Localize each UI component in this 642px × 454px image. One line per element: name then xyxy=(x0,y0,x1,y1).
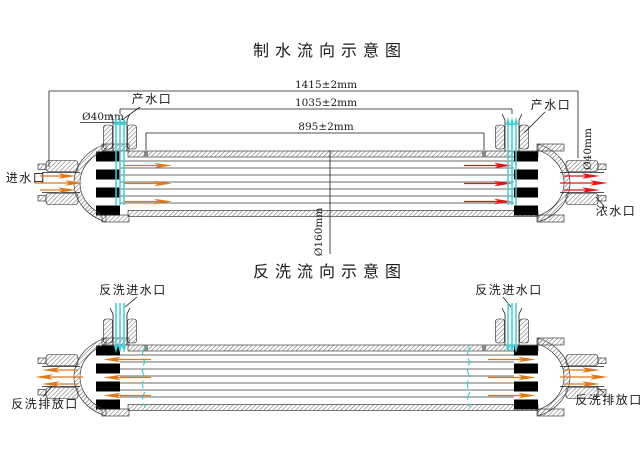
port-diameter-label-left: Ø40mm xyxy=(82,111,124,123)
backwash-drain-label-right: 反洗排放口 xyxy=(575,392,642,407)
product-outlet-label-left: 产水口 xyxy=(132,92,173,106)
backwash-distribution-waves xyxy=(141,346,471,408)
feed-flow-arrows xyxy=(123,162,173,205)
product-outlet-label-right: 产水口 xyxy=(531,98,572,112)
backwash-drain-arrows-left xyxy=(34,366,84,388)
leader-backwash-drain-left xyxy=(42,385,53,398)
vessel-shell-backwash xyxy=(37,307,607,417)
production-diagram: 制水流向示意图 1415±2mm 1035±2mm 895±2mm Ø160mm… xyxy=(6,41,637,257)
concentrate-flow-arrows xyxy=(463,162,513,205)
dim-overall-length: 1415±2mm xyxy=(295,79,357,91)
backwash-drain-label-left: 反洗排放口 xyxy=(11,396,79,411)
leader-product-right xyxy=(523,111,546,134)
dim-port-span: 1035±2mm xyxy=(295,97,357,109)
leader-backwash-inlet-left xyxy=(124,296,138,308)
backwash-diagram: 反洗流向示意图 反洗进水口 反洗进水口 反洗排放口 反洗排放口 xyxy=(11,262,642,417)
dimension-lines xyxy=(48,90,579,254)
leader-backwash-inlet-right xyxy=(502,296,512,308)
leader-product-left xyxy=(121,106,141,121)
backwash-title: 反洗流向示意图 xyxy=(253,262,407,281)
feed-inlet-label: 进水口 xyxy=(6,171,47,185)
backwash-drain-arrows-right xyxy=(559,366,609,388)
shell-diameter-label: Ø160mm xyxy=(313,208,325,257)
dim-shell-length: 895±2mm xyxy=(298,121,353,133)
concentrate-outlet-arrows xyxy=(559,172,609,194)
concentrate-outlet-label: 浓水口 xyxy=(596,204,637,218)
leader-backwash-drain-right xyxy=(595,385,605,394)
port-diameter-label-right: Ø40mm xyxy=(582,128,594,170)
leader-concentrate xyxy=(595,196,605,207)
backwash-inlet-label-left: 反洗进水口 xyxy=(99,283,167,297)
production-title: 制水流向示意图 xyxy=(253,41,407,60)
backwash-inlet-label-right: 反洗进水口 xyxy=(475,283,543,297)
backwash-flow-arrows-right xyxy=(487,356,537,399)
